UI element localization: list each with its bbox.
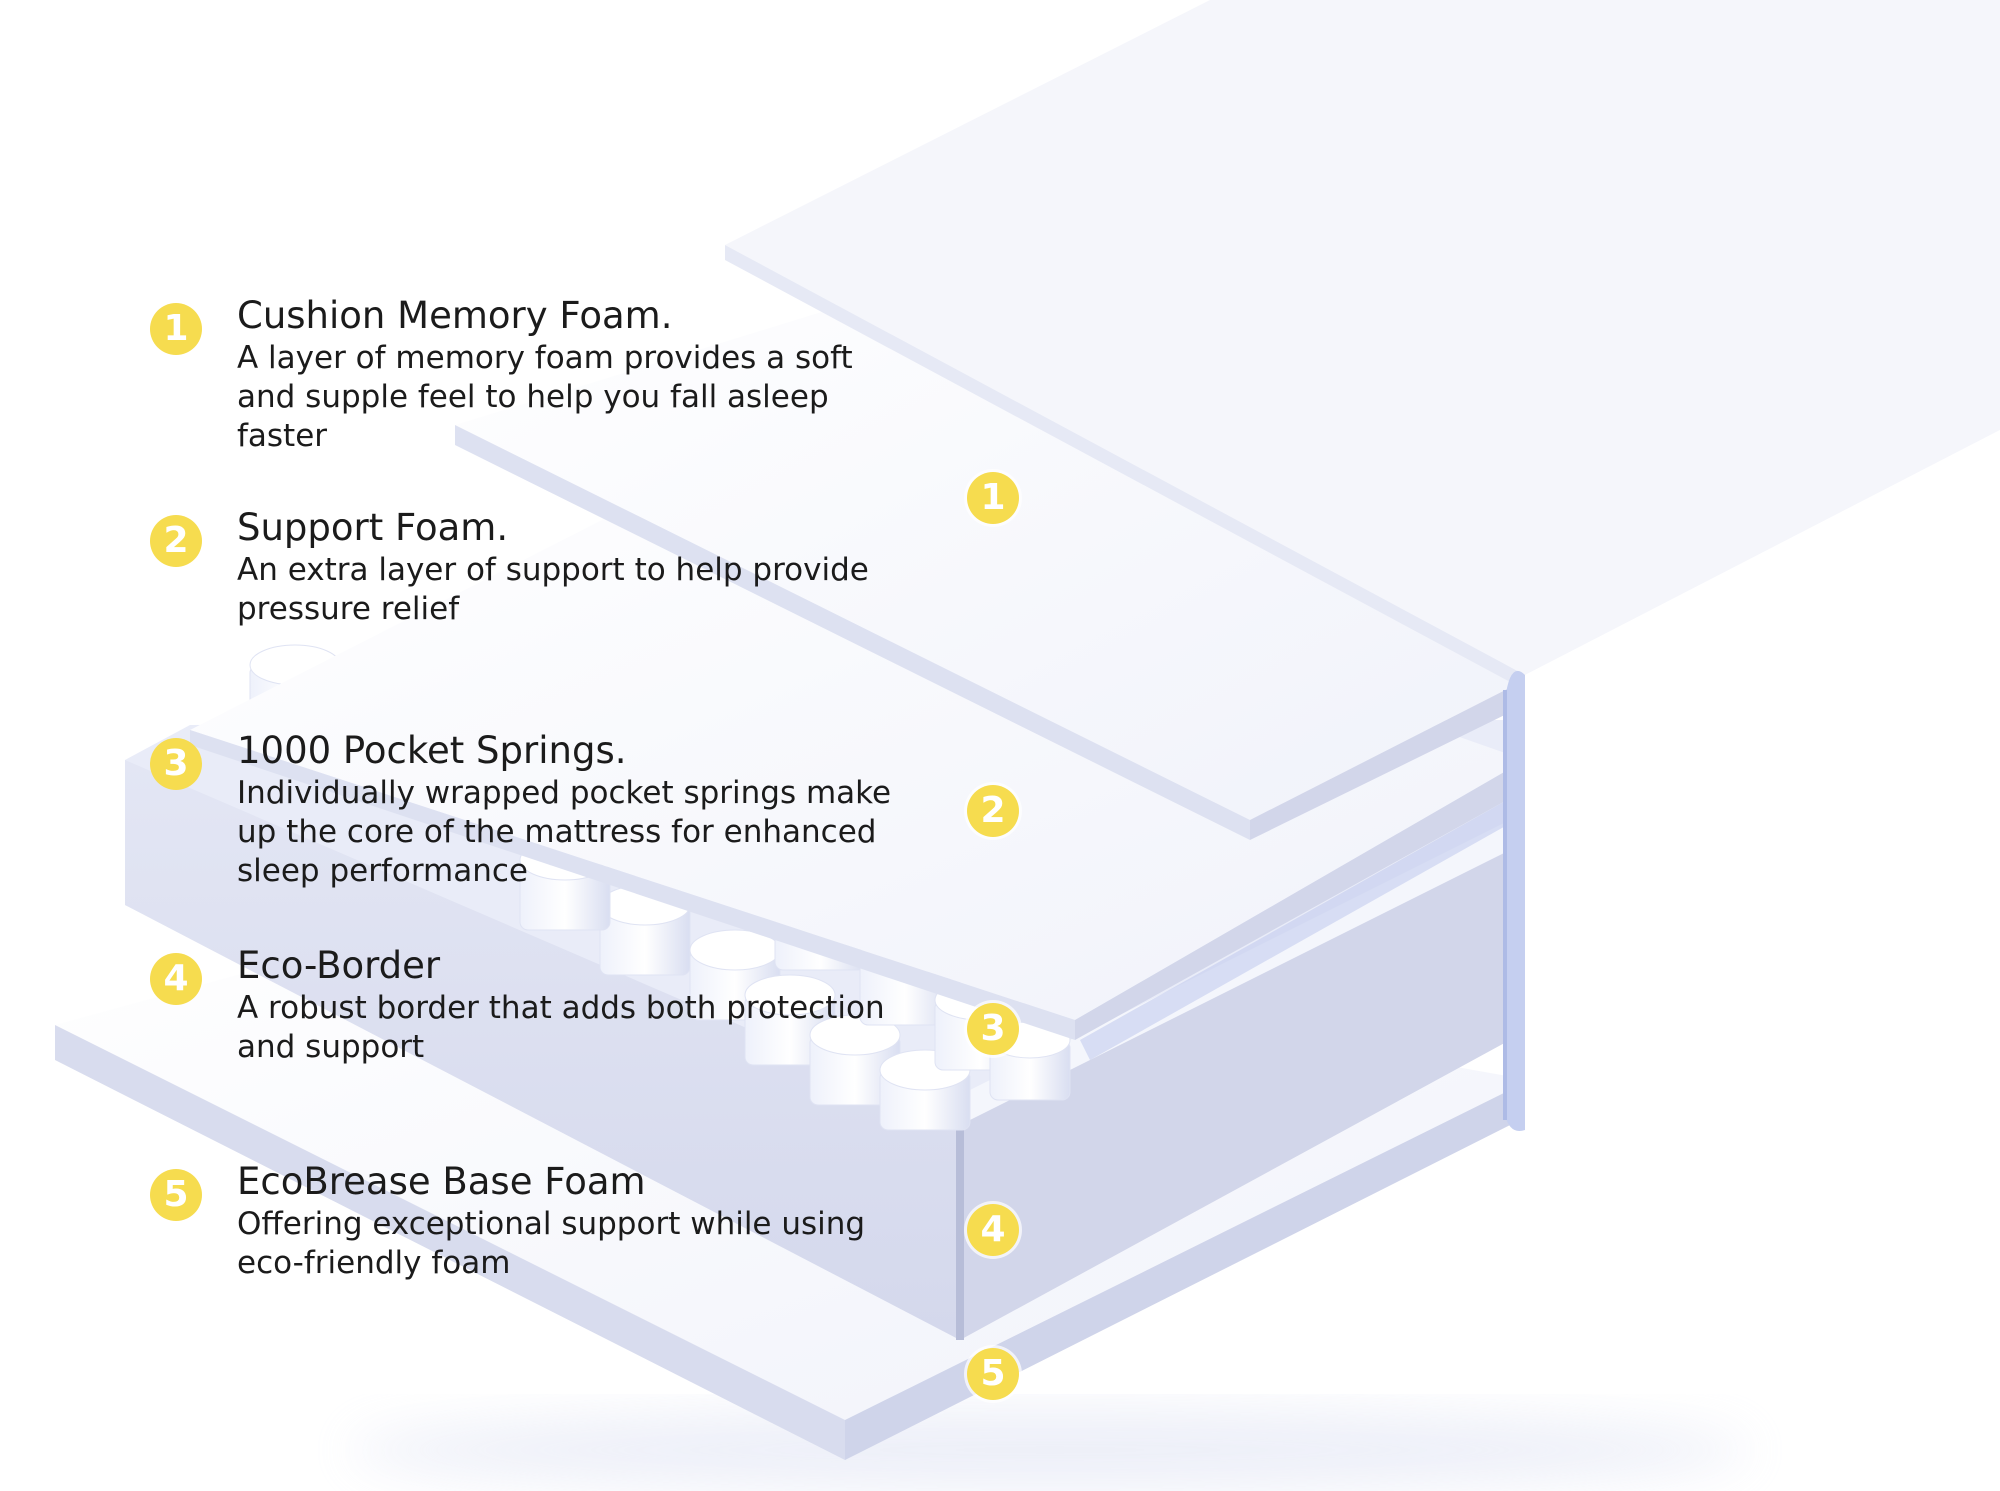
feature-title: Cushion Memory Foam. bbox=[237, 294, 673, 337]
feature-description: An extra layer of support to help provid… bbox=[237, 552, 869, 627]
feature-cushion-memory-foam: 1 Cushion Memory Foam. A layer of memory… bbox=[150, 293, 910, 456]
number-badge: 2 bbox=[150, 515, 202, 567]
number-badge: 1 bbox=[150, 303, 202, 355]
feature-title: 1000 Pocket Springs. bbox=[237, 729, 627, 772]
memory-foam-layer bbox=[455, 260, 1525, 840]
feature-description: Offering exceptional support while using… bbox=[237, 1206, 866, 1281]
feature-title: Eco-Border bbox=[237, 944, 441, 987]
feature-eco-border: 4 Eco-Border A robust border that adds b… bbox=[150, 943, 910, 1067]
feature-title: EcoBrease Base Foam bbox=[237, 1160, 646, 1203]
feature-description: A robust border that adds both protectio… bbox=[237, 990, 885, 1065]
feature-description: Individually wrapped pocket springs make… bbox=[237, 775, 892, 889]
feature-description: A layer of memory foam provides a soft a… bbox=[237, 340, 853, 454]
feature-pocket-springs: 3 1000 Pocket Springs. Individually wrap… bbox=[150, 728, 910, 891]
support-foam-layer bbox=[190, 470, 1525, 1060]
layer-marker-1: 1 bbox=[967, 472, 1019, 524]
feature-title: Support Foam. bbox=[237, 506, 509, 549]
layer-marker-5: 5 bbox=[967, 1348, 1019, 1400]
number-badge: 3 bbox=[150, 738, 202, 790]
feature-base-foam: 5 EcoBrease Base Foam Offering exception… bbox=[150, 1159, 910, 1283]
feature-support-foam: 2 Support Foam. An extra layer of suppor… bbox=[150, 505, 910, 629]
number-badge: 4 bbox=[150, 953, 202, 1005]
ground-shadow bbox=[350, 1410, 1750, 1490]
number-badge: 5 bbox=[150, 1169, 202, 1221]
layer-marker-3: 3 bbox=[967, 1003, 1019, 1055]
layer-marker-4: 4 bbox=[967, 1204, 1019, 1256]
mattress-cover bbox=[725, 0, 2000, 1131]
layer-marker-2: 2 bbox=[967, 785, 1019, 837]
